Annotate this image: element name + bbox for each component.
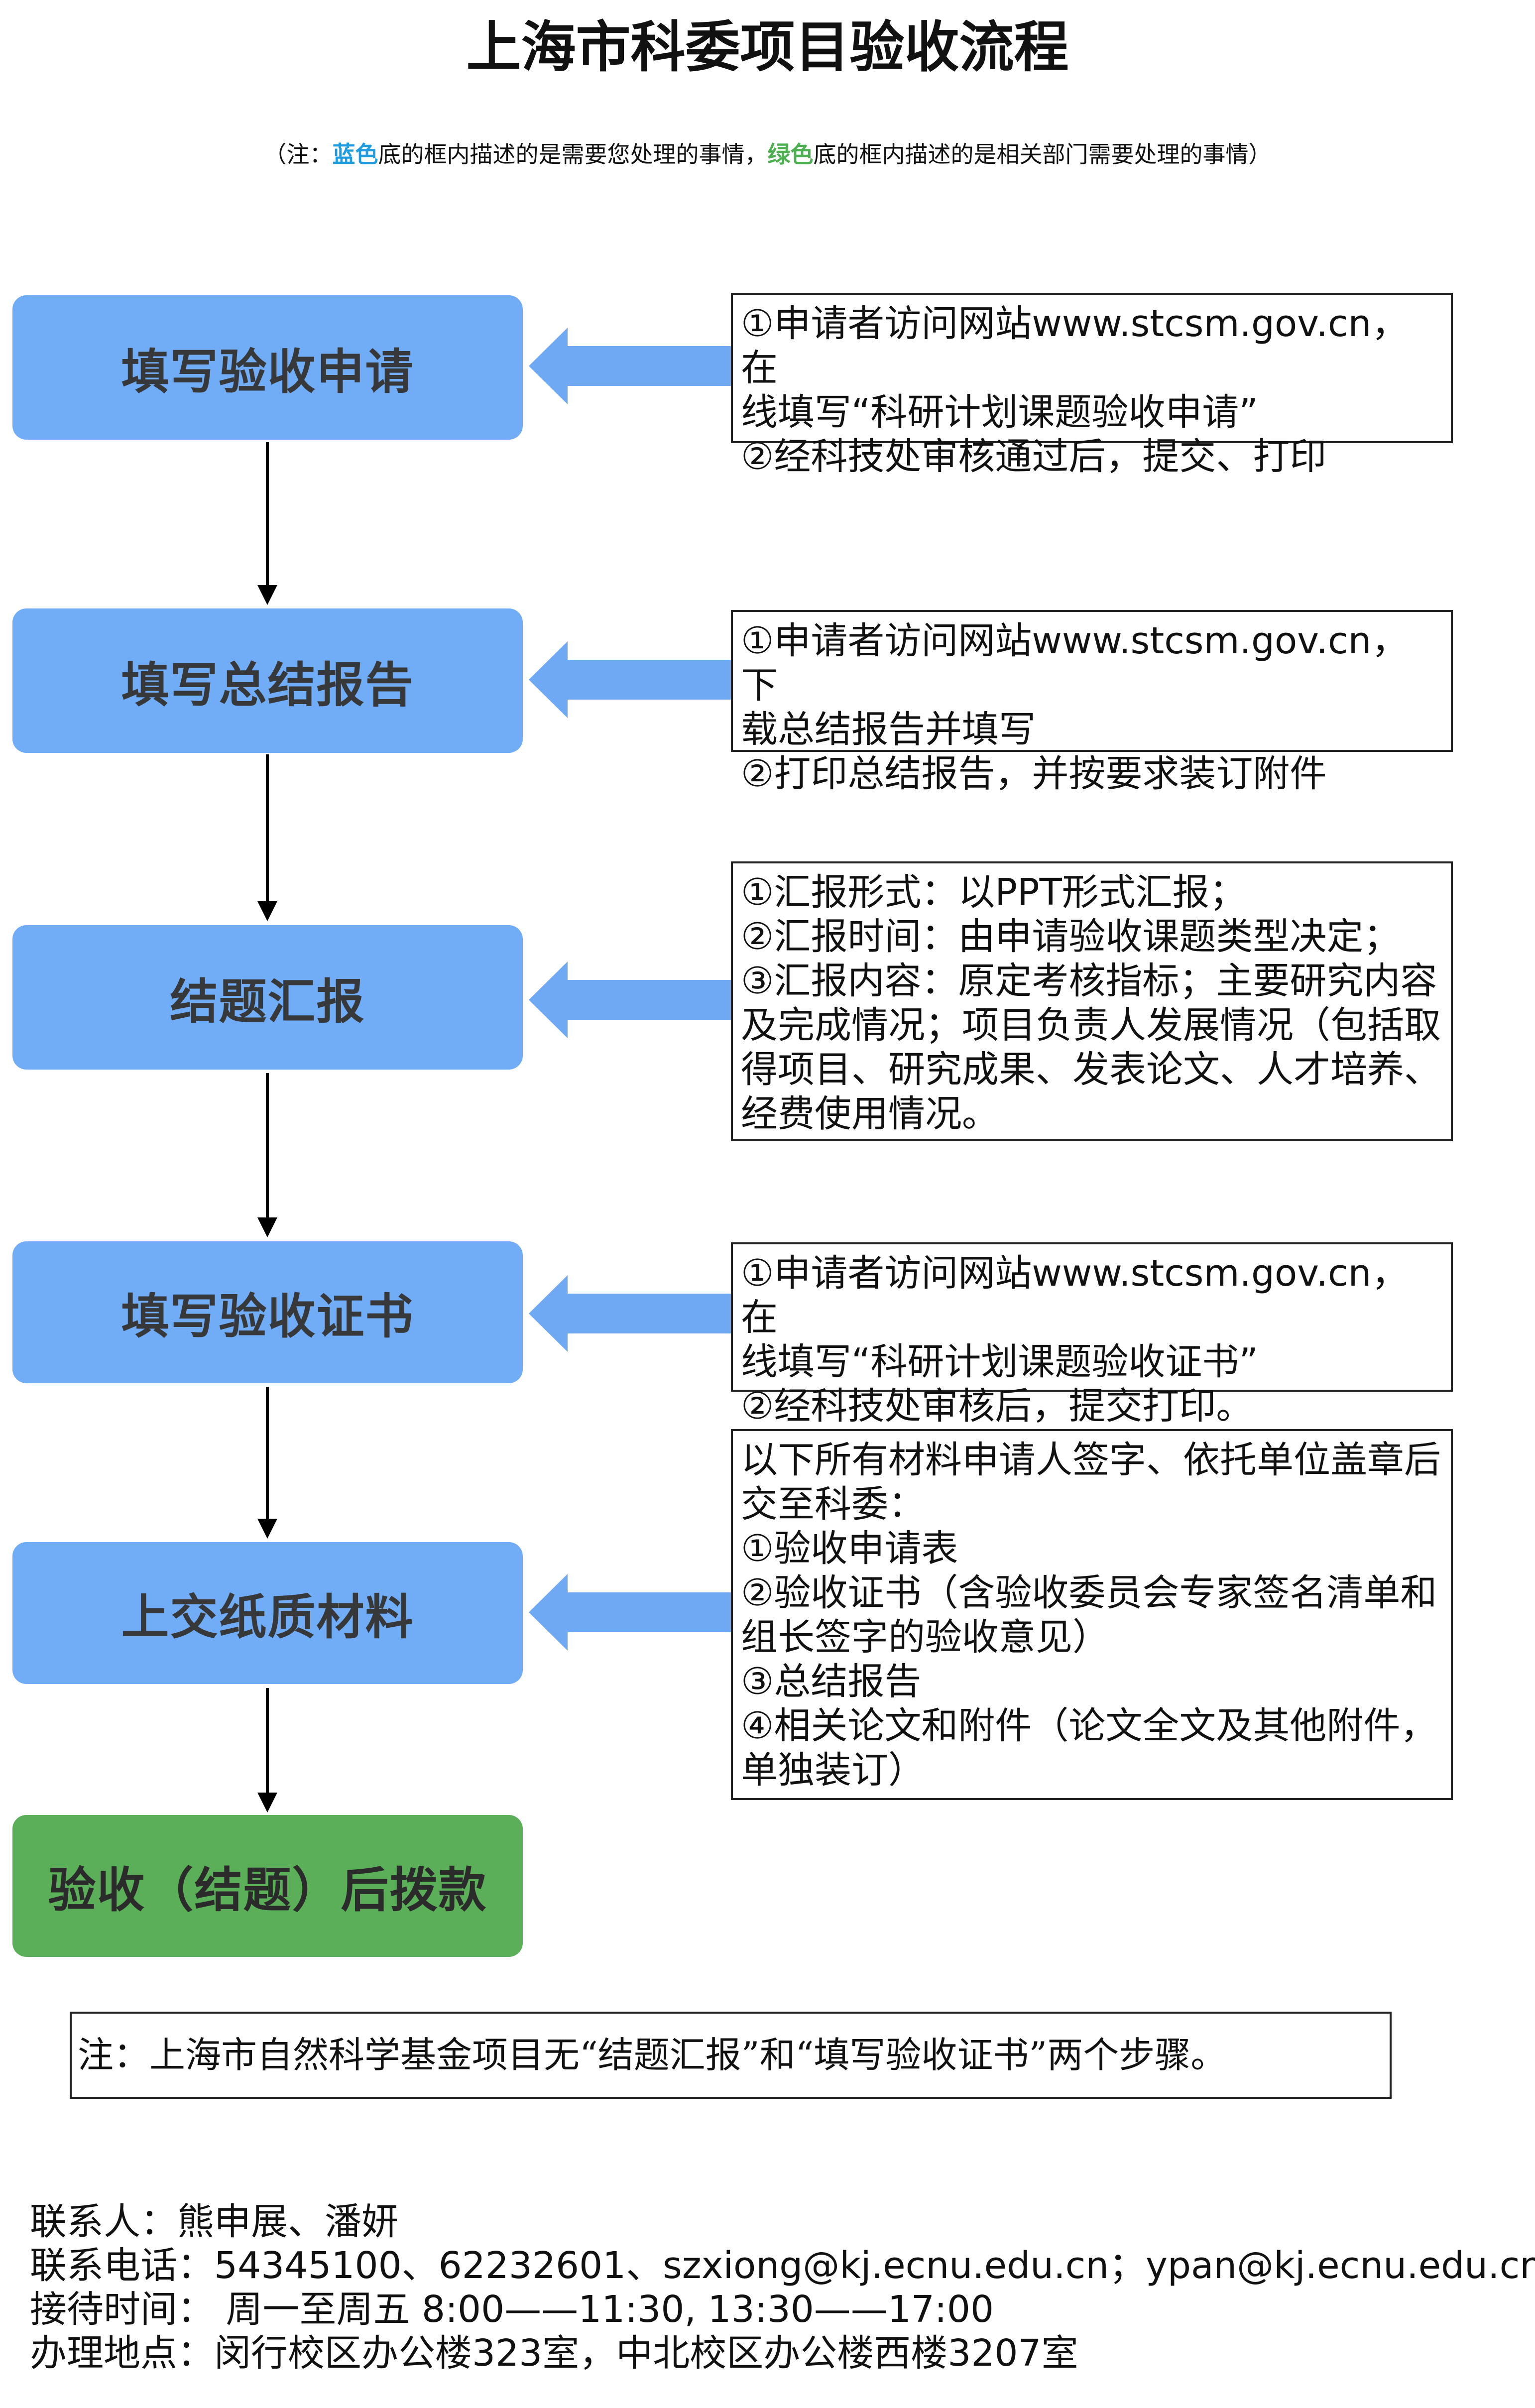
step-label: 验收（结题）后拨款 xyxy=(48,1862,487,1918)
step-label: 填写验收申请 xyxy=(121,344,414,400)
office-location: 办理地点：闵行校区办公楼323室，中北校区办公楼西楼3207室 xyxy=(30,2332,1078,2375)
desc-line: ①汇报形式：以PPT形式汇报； xyxy=(741,871,1246,914)
desc-line: ②验收证书（含验收委员会专家签名清单和 xyxy=(741,1571,1437,1614)
color-legend-note: （注：蓝色底的框内描述的是需要您处理的事情，绿色底的框内描述的是相关部门需要处理… xyxy=(0,137,1535,172)
desc-box-3: ①汇报形式：以PPT形式汇报； ②汇报时间：由申请验收课题类型决定； ③汇报内容… xyxy=(731,861,1453,1141)
step-label: 上交纸质材料 xyxy=(121,1589,414,1645)
flow-arrow-4-5 xyxy=(257,1387,277,1539)
desc-line: 单独装订） xyxy=(741,1749,925,1792)
step-funding-after-acceptance: 验收（结题）后拨款 xyxy=(12,1815,523,1957)
legend-green-text: 底的框内描述的是相关部门需要处理的事情） xyxy=(813,141,1272,168)
step-fill-certificate: 填写验收证书 xyxy=(12,1241,523,1383)
desc-line: ①验收申请表 xyxy=(741,1527,958,1570)
flow-arrow-2-3 xyxy=(257,754,277,921)
step-submit-paper-materials: 上交纸质材料 xyxy=(12,1542,523,1684)
block-arrow-4 xyxy=(529,1275,732,1352)
desc-line: 线填写“科研计划课题验收证书” xyxy=(741,1340,1258,1383)
desc-box-5: 以下所有材料申请人签字、依托单位盖章后 交至科委： ①验收申请表 ②验收证书（含… xyxy=(731,1429,1453,1800)
desc-line: 线填写“科研计划课题验收申请” xyxy=(741,391,1258,434)
reception-hours: 接待时间： 周一至周五 8:00——11:30, 13:30——17:00 xyxy=(30,2288,994,2331)
contact-phone-email: 联系电话：54345100、62232601、szxiong@kj.ecnu.e… xyxy=(30,2244,1535,2287)
desc-line: 以下所有材料申请人签字、依托单位盖章后 xyxy=(741,1439,1441,1481)
step-label: 填写验收证书 xyxy=(121,1289,414,1344)
legend-blue-text: 底的框内描述的是需要您处理的事情， xyxy=(378,141,768,168)
desc-line: 经费使用情况。 xyxy=(741,1092,999,1135)
desc-line: ①申请者访问网站www.stcsm.gov.cn，下 xyxy=(741,619,1409,707)
contact-person: 联系人：熊申展、潘妍 xyxy=(30,2200,398,2243)
block-arrow-2 xyxy=(529,641,732,718)
legend-blue-word: 蓝色 xyxy=(332,141,378,168)
page-title: 上海市科委项目验收流程 xyxy=(466,15,1069,79)
legend-prefix: （注： xyxy=(263,141,333,168)
flow-arrow-5-6 xyxy=(257,1688,277,1812)
step-label: 结题汇报 xyxy=(170,973,365,1030)
step-fill-summary-report: 填写总结报告 xyxy=(12,608,523,753)
legend-green-word: 绿色 xyxy=(767,141,814,168)
desc-line: 组长签字的验收意见） xyxy=(741,1616,1109,1659)
desc-line: 交至科委： xyxy=(741,1483,925,1526)
step-project-report: 结题汇报 xyxy=(12,925,523,1070)
desc-box-4: ①申请者访问网站www.stcsm.gov.cn，在 线填写“科研计划课题验收证… xyxy=(731,1242,1453,1428)
desc-line: ①申请者访问网站www.stcsm.gov.cn，在 xyxy=(741,1252,1409,1339)
desc-line: ③总结报告 xyxy=(741,1660,922,1703)
desc-line: ③汇报内容：原定考核指标；主要研究内容 xyxy=(741,960,1437,1002)
desc-line: ①申请者访问网站www.stcsm.gov.cn，在 xyxy=(741,302,1409,389)
block-arrow-1 xyxy=(529,328,732,404)
desc-box-2: ①申请者访问网站www.stcsm.gov.cn，下 载总结报告并填写 ②打印总… xyxy=(731,610,1453,795)
desc-line: ②经科技处审核通过后，提交、打印 xyxy=(741,435,1327,478)
desc-line: ②汇报时间：由申请验收课题类型决定； xyxy=(741,915,1401,958)
desc-box-1: ①申请者访问网站www.stcsm.gov.cn，在 线填写“科研计划课题验收申… xyxy=(731,293,1453,478)
footnote-text: 注：上海市自然科学基金项目无“结题汇报”和“填写验收证书”两个步骤。 xyxy=(78,2034,1227,2076)
desc-line: 载总结报告并填写 xyxy=(741,708,1036,751)
footnote-box: 注：上海市自然科学基金项目无“结题汇报”和“填写验收证书”两个步骤。 xyxy=(70,2012,1392,2099)
desc-line: 得项目、研究成果、发表论文、人才培养、 xyxy=(741,1048,1441,1091)
desc-line: 及完成情况；项目负责人发展情况（包括取 xyxy=(741,1004,1441,1047)
block-arrow-5 xyxy=(529,1574,732,1651)
flow-arrow-3-4 xyxy=(257,1073,277,1237)
block-arrow-3 xyxy=(529,962,732,1038)
step-fill-application: 填写验收申请 xyxy=(12,295,523,440)
desc-line: ②打印总结报告，并按要求装订附件 xyxy=(741,752,1327,795)
desc-line: ②经科技处审核后，提交打印。 xyxy=(741,1385,1253,1428)
contact-info: 联系人：熊申展、潘妍 联系电话：54345100、62232601、szxion… xyxy=(30,2200,1535,2375)
desc-line: ④相关论文和附件（论文全文及其他附件， xyxy=(741,1704,1437,1747)
step-label: 填写总结报告 xyxy=(121,657,414,713)
flow-arrow-1-2 xyxy=(257,442,277,605)
